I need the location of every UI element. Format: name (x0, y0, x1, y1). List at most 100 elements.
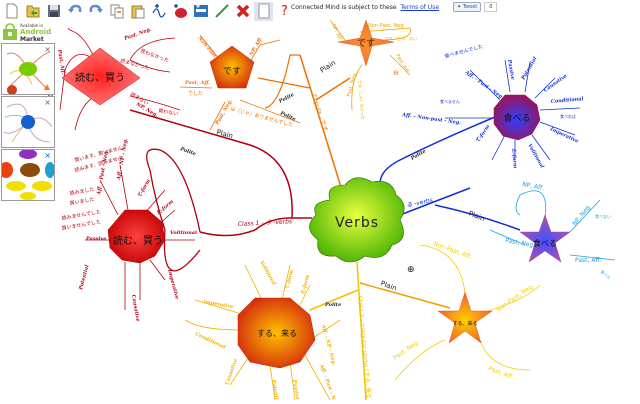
branch-label-polite: Polite (324, 302, 341, 308)
notes-button[interactable] (254, 1, 273, 21)
svg-text:Volitional: Volitional (526, 143, 545, 169)
svg-text:買わなかった: 買わなかった (139, 47, 170, 64)
redo-button[interactable] (86, 2, 105, 21)
svg-text:Non-Past, Neg.: Non-Past, Neg. (495, 282, 535, 313)
svg-text:食べれば: 食べれば (560, 113, 576, 119)
help-question-icon: ? (281, 3, 288, 19)
svg-text:NP, Aff.: NP, Aff. (522, 181, 545, 192)
svg-text:NP, Neg.: NP, Neg. (571, 203, 593, 227)
svg-text:Past, Aff.: Past, Aff. (184, 80, 210, 86)
svg-text:Polite: Polite (277, 92, 295, 105)
add-node-icon (173, 4, 187, 18)
svg-text:Past, Neg.: Past, Neg. (123, 26, 153, 42)
svg-text:買いませんでした: 買いませんでした (61, 219, 101, 232)
node-taberu-plain (519, 214, 571, 263)
tweet-button[interactable]: ✦ Tweet (453, 2, 482, 12)
save-button[interactable] (44, 2, 63, 21)
tweet-widget: ✦ Tweet 0 (453, 2, 498, 12)
svg-text:Plain: Plain (467, 209, 486, 223)
svg-text:食べる: 食べる (533, 238, 557, 248)
svg-text:Class 1 - う -verbs: Class 1 - う -verbs (238, 218, 293, 228)
picture-button[interactable] (191, 2, 210, 21)
svg-text:Plain: Plain (215, 128, 233, 140)
svg-text:Class 3 - Irregular verbs (する,: Class 3 - Irregular verbs (する, 来る) (356, 296, 372, 400)
android-market-badge[interactable]: Available in Android Market (0, 22, 54, 43)
terms-notice: Connected Mind is subject to these Terms… (291, 2, 498, 12)
svg-text:Past, Aff.: Past, Aff. (575, 257, 602, 264)
svg-text:Potential: Potential (270, 378, 281, 400)
terms-of-use-link[interactable]: Terms of Use (400, 3, 440, 11)
svg-text:た-form: た-form (299, 274, 311, 296)
picture-icon (193, 4, 208, 17)
node-taberu-polite (493, 94, 541, 141)
svg-text:て-form: て-form (284, 269, 295, 290)
svg-text:食べません: 食べません (440, 98, 460, 104)
svg-text:Passive: Passive (85, 236, 106, 242)
svg-text:食べた: 食べた (599, 268, 612, 280)
delete-x-icon (236, 4, 249, 18)
svg-text:Potential: Potential (520, 56, 538, 82)
map-thumbnail-1[interactable]: × (1, 43, 55, 95)
svg-text:読む、買う: 読む、買う (75, 71, 125, 84)
node-verbs-center: Verbs (309, 177, 405, 263)
svg-text:Aff. - Non-past - Neg.: Aff. - Non-past - Neg. (401, 112, 462, 126)
svg-text:た-form: た-form (510, 148, 519, 169)
svg-text:です: です (357, 38, 375, 49)
tweet-count: 0 (484, 2, 498, 12)
paste-icon (131, 5, 144, 19)
svg-text:食べない: 食べない (595, 213, 611, 219)
svg-text:買わない: 買わない (158, 107, 179, 117)
svg-text:Causative: Causative (224, 358, 239, 386)
add-node-button[interactable] (170, 2, 189, 21)
map-thumbnail-2[interactable]: × (1, 96, 55, 148)
notice-text: Connected Mind is subject to these (291, 3, 397, 11)
open-folder-icon (26, 5, 39, 18)
svg-text:Causative: Causative (543, 73, 569, 94)
svg-text:Passive: Passive (291, 378, 301, 400)
svg-text:Aff. - Past - Neg.: Aff. - Past - Neg. (463, 69, 505, 101)
open-button[interactable] (23, 2, 42, 21)
svg-text:Past, Aff.: Past, Aff. (56, 48, 67, 75)
save-disk-icon (47, 5, 60, 17)
undo-button[interactable] (65, 2, 84, 21)
svg-text:Causative: Causative (130, 294, 141, 322)
add-connection-button[interactable] (149, 2, 168, 21)
android-bag-icon (3, 23, 17, 40)
undo-icon (67, 4, 81, 13)
new-document-icon (6, 3, 17, 19)
copy-button[interactable] (107, 2, 126, 21)
move-cursor-icon: ⊕ (407, 265, 415, 275)
copy-icon (110, 4, 123, 19)
add-connection-icon (151, 4, 166, 18)
svg-text:でした: でした (188, 91, 203, 97)
svg-text:Polite: Polite (178, 146, 196, 158)
node-yomu-plain (61, 47, 141, 106)
delete-button[interactable] (233, 2, 252, 21)
svg-text:Plain: Plain (319, 59, 337, 75)
svg-text:NP, Aff.: NP, Aff. (248, 36, 264, 58)
svg-text:Copula - です: Copula - です (310, 93, 329, 132)
svg-text:Conditional: Conditional (194, 331, 226, 350)
svg-text:Volitional: Volitional (258, 260, 277, 286)
redo-icon (89, 4, 103, 13)
close-thumbnail-icon[interactable]: × (44, 98, 51, 107)
svg-text:NP, Aff.: NP, Aff. (330, 23, 343, 43)
close-thumbnail-icon[interactable]: × (44, 45, 51, 54)
svg-text:Aff. - Past - Neg.: Aff. - Past - Neg. (318, 363, 340, 400)
new-document-button[interactable] (2, 2, 21, 21)
svg-text:では（じゃ）ない: では（じゃ）ない (385, 35, 417, 41)
close-thumbnail-icon[interactable]: × (44, 151, 51, 160)
help-button[interactable]: ? (275, 2, 294, 21)
svg-text:読む、買う: 読む、買う (113, 234, 163, 247)
svg-text:Past, Neg.: Past, Neg. (346, 71, 358, 97)
sidebar: Available in Android Market × × × (0, 22, 56, 201)
svg-text:読みました: 読みました (69, 186, 95, 197)
paste-button[interactable] (128, 2, 147, 21)
svg-text:食べませんでした: 食べませんでした (444, 43, 484, 60)
draw-line-button[interactable] (212, 2, 231, 21)
svg-text:する、来る: する、来る (257, 329, 297, 338)
pencil-line-icon (214, 4, 229, 18)
map-thumbnail-3[interactable]: × (1, 149, 55, 201)
svg-text:て-form: て-form (137, 178, 152, 199)
